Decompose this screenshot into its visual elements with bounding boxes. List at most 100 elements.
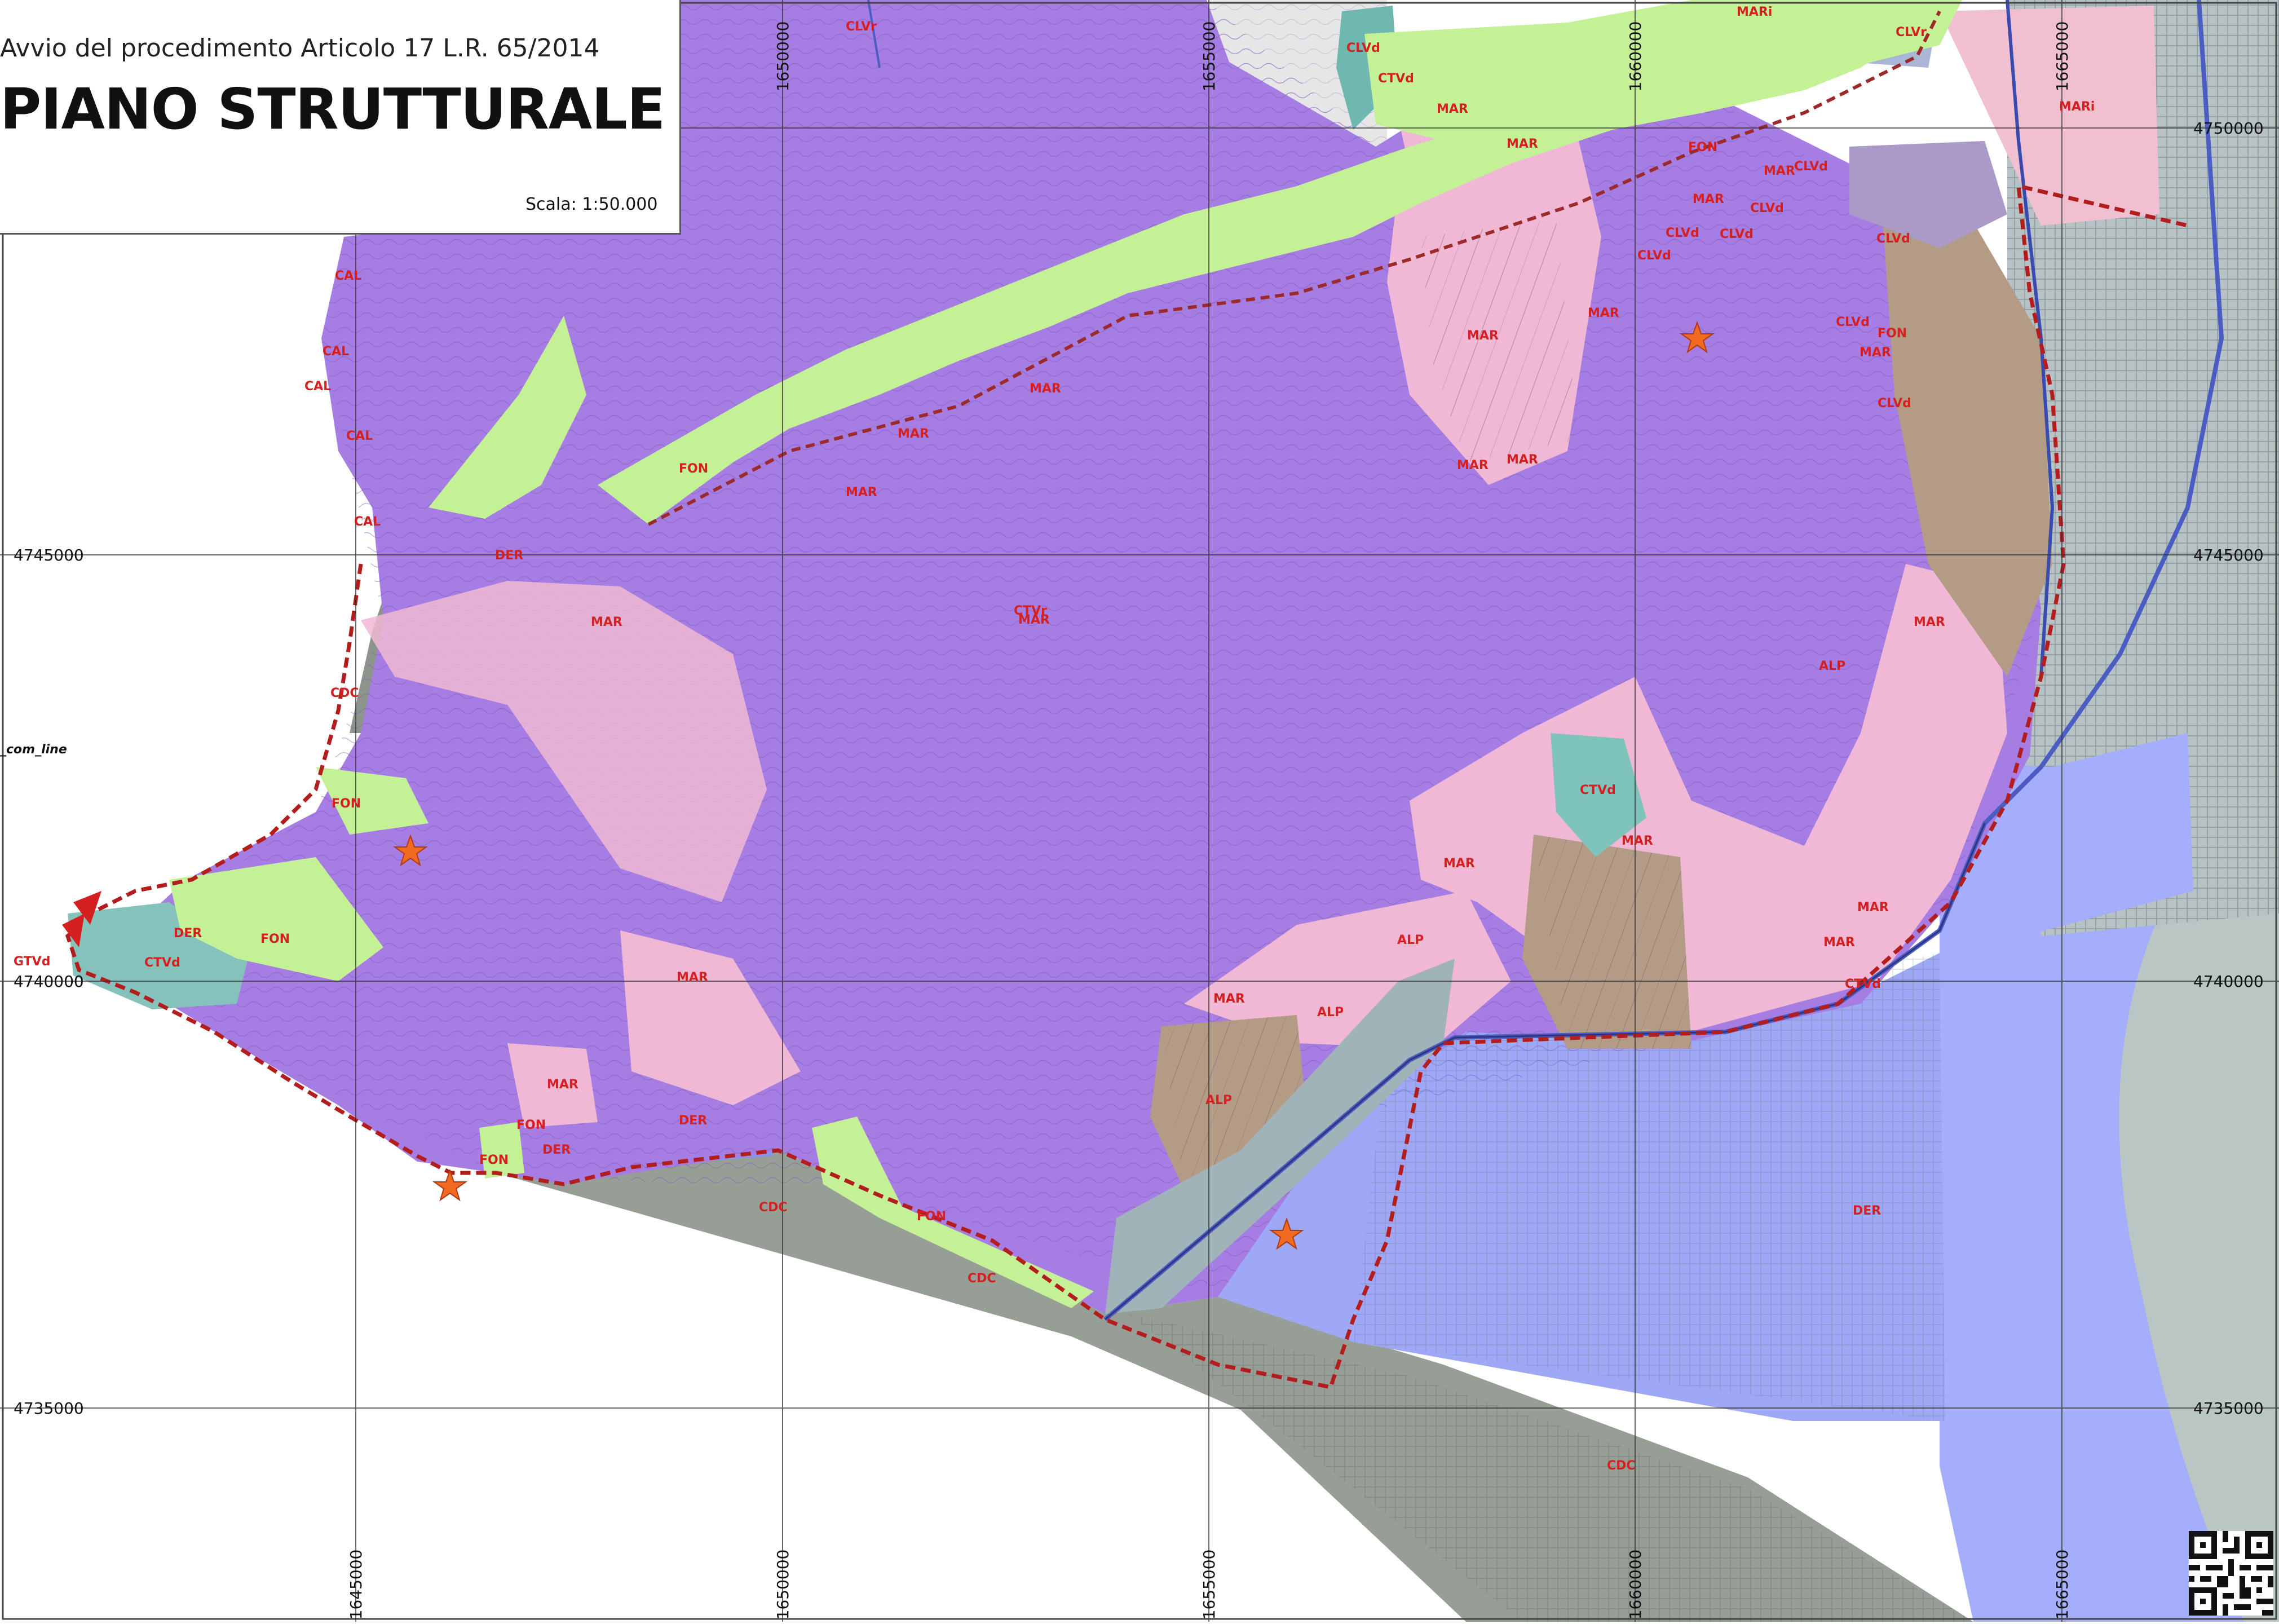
unit-label: ALP [1397, 933, 1424, 947]
star-markers [392, 320, 1715, 1250]
easting-label: 1655000 [1200, 21, 1218, 92]
unit-label: DER [1853, 1204, 1881, 1218]
unit-label: MAR [1507, 453, 1538, 467]
unit-label: MAR [1914, 615, 1945, 629]
unit-label: FON [1878, 326, 1907, 341]
unit-label: CTVd [144, 956, 180, 970]
unit-label: DER [679, 1114, 707, 1128]
northing-label: 4745000 [14, 546, 84, 564]
ctvd-delta-area [1105, 959, 1455, 1314]
unit-label: DER [174, 926, 202, 941]
qr-code [2189, 1531, 2273, 1616]
unit-label: CLVd [1750, 201, 1784, 215]
unit-label: CLVd [1346, 41, 1380, 55]
unit-label: DER [495, 549, 523, 563]
scale-indicator: Scala: 1:50.000 [525, 195, 657, 214]
unit-label: MARi [1737, 5, 1772, 19]
unit-label: CLVr [846, 20, 877, 34]
northing-label: 4740000 [14, 972, 84, 991]
unit-label: MAR [1457, 458, 1489, 473]
unit-label: CDC [968, 1272, 996, 1286]
sea-area [2119, 891, 2279, 1622]
unit-label: CLVd [1720, 227, 1754, 241]
unit-label: CLVd [1794, 160, 1828, 174]
star-marker [1269, 1217, 1305, 1250]
plan-title: PIANO STRUTTURALE [0, 76, 665, 142]
northing-label: 4740000 [2193, 972, 2264, 991]
unit-label: MAR [1507, 137, 1538, 151]
grid-labels: 1650000 1655000 1660000 1665000 1645000 … [14, 21, 2264, 1620]
easting-label: 1650000 [774, 1550, 792, 1620]
star-marker [432, 1168, 468, 1202]
unit-label: CTVd [1580, 783, 1616, 797]
clvd-area [1849, 141, 2007, 248]
easting-label: 1660000 [1626, 1550, 1645, 1620]
scale-value: 1:50.000 [582, 195, 658, 214]
unit-label: CLVd [1878, 396, 1911, 411]
unit-label: ALP [1317, 1005, 1344, 1020]
northing-label: 4735000 [2193, 1399, 2264, 1418]
star-marker [1679, 320, 1715, 354]
unit-label: CLVr [1896, 25, 1927, 39]
unit-label: FON [516, 1118, 546, 1132]
unit-label: CLVd [1876, 232, 1910, 246]
unit-label: CTVr [1014, 604, 1047, 618]
easting-label: 1645000 [347, 1550, 365, 1620]
unit-label: MAR [1467, 329, 1499, 343]
northing-label: 4745000 [2193, 546, 2264, 564]
unit-label: MAR [1764, 164, 1795, 178]
unit-label: ALP [1819, 659, 1845, 673]
unit-label: CTVd [1845, 977, 1881, 991]
unit-label: FON [332, 797, 361, 811]
unit-label: CLVd [1637, 249, 1671, 263]
unit-label: FON [917, 1210, 946, 1224]
unit-label: CAL [346, 429, 373, 443]
unit-label: MAR [1693, 192, 1724, 206]
easting-label: 1655000 [1200, 1550, 1218, 1620]
unit-label: MAR [1823, 935, 1855, 950]
easting-label: 1650000 [774, 21, 792, 92]
unit-label: MAR [1213, 992, 1245, 1006]
unit-label: CDC [1607, 1459, 1636, 1473]
fon-north-area [1364, 0, 1962, 147]
unit-label: CLVd [1666, 226, 1699, 240]
internal-boundary [647, 10, 1941, 526]
side-label: _com_line [0, 743, 67, 757]
unit-label: FON [1688, 140, 1717, 155]
unit-label: MAR [1030, 382, 1061, 396]
unit-label: MAR [898, 427, 929, 441]
unit-label: MAR [1443, 857, 1475, 871]
qr-code-icon [2189, 1531, 2273, 1616]
ctvd-center-area [1551, 733, 1646, 857]
northing-label: 4735000 [14, 1399, 84, 1418]
scale-label: Scala: [525, 195, 577, 214]
unit-label: MAR [1437, 102, 1468, 116]
unit-label: MAR [677, 970, 708, 985]
unit-label: MAR [1588, 306, 1619, 320]
mar-west-area [361, 581, 767, 902]
easting-label: 1665000 [2053, 21, 2072, 92]
unit-labels: CLVr MARi CLVr MARi CLVd CTVd MAR MAR FO… [14, 5, 2095, 1473]
unit-label: FON [260, 932, 290, 946]
unit-label: CAL [354, 515, 381, 529]
unit-label: CAL [323, 345, 349, 359]
procedure-subtitle: Avvio del procedimento Articolo 17 L.R. … [0, 34, 600, 63]
title-block: Avvio del procedimento Articolo 17 L.R. … [0, 0, 681, 235]
mari-pink-area [1940, 6, 2159, 226]
unit-label: MAR [1018, 613, 1050, 627]
star-marker [392, 833, 429, 867]
unit-label: CLVd [1836, 315, 1870, 329]
unit-label: MAR [1622, 834, 1653, 848]
unit-label: CAL [335, 269, 361, 283]
unit-label: CAL [304, 379, 331, 394]
unit-label: CDC [759, 1201, 788, 1215]
easting-label: 1665000 [2053, 1550, 2072, 1620]
easting-label: 1660000 [1626, 21, 1645, 92]
fon-west-area [169, 857, 383, 981]
unit-label: MAR [591, 615, 622, 629]
northing-label: 4750000 [2193, 119, 2264, 138]
unit-label: FON [679, 462, 708, 476]
unit-label: FON [479, 1153, 509, 1167]
